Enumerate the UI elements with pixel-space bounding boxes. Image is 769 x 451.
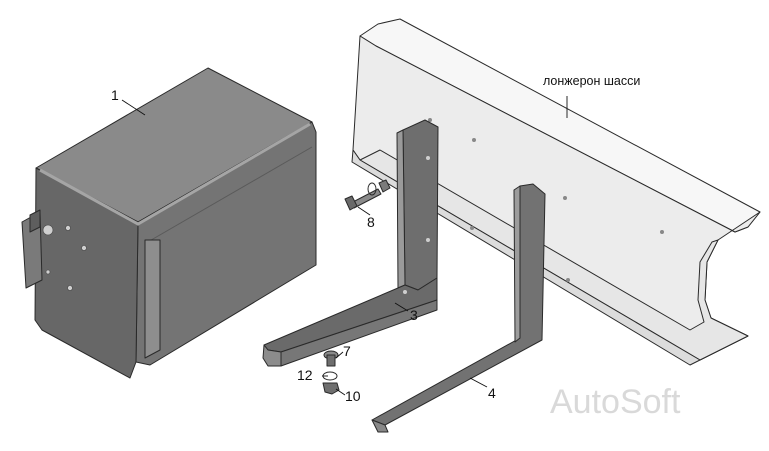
- bracket-3: [262, 119, 439, 367]
- bolt-8: [344, 179, 391, 211]
- bolt-7: [323, 350, 339, 367]
- callout-10: 10: [345, 388, 361, 404]
- battery-box-1: [21, 67, 317, 379]
- callout-4: 4: [488, 385, 496, 401]
- watermark: AutoSoft: [550, 383, 681, 421]
- callout-12: 12: [297, 367, 313, 383]
- nut-10: [322, 382, 340, 395]
- chassis-rail: [351, 18, 761, 366]
- callout-8: 8: [367, 214, 375, 230]
- callout-7: 7: [343, 343, 351, 359]
- bracket-4: [371, 183, 546, 433]
- callout-3: 3: [410, 307, 418, 323]
- callout-1: 1: [111, 87, 119, 103]
- leader-lines: [121, 96, 568, 396]
- chassis-rail-label: лонжерон шасси: [543, 74, 640, 88]
